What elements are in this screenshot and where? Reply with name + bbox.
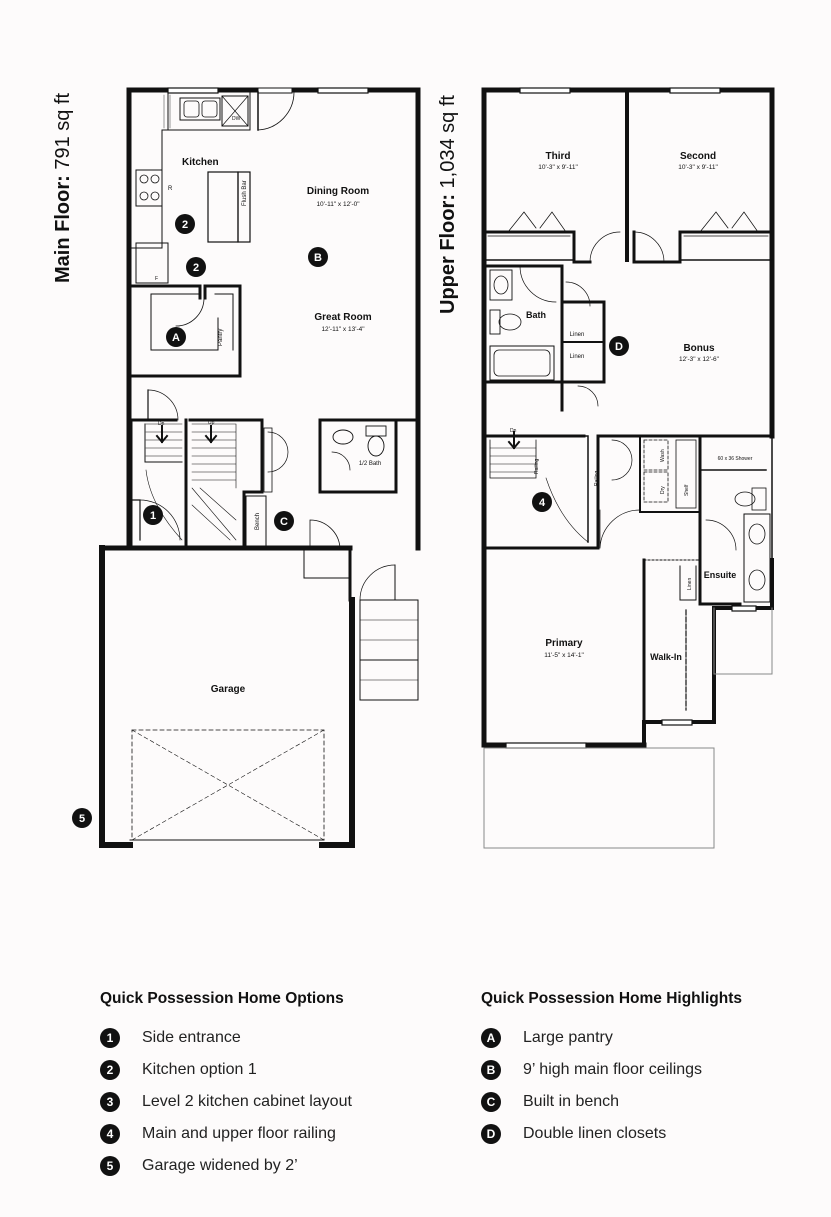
option-label: Garage widened by 2’ bbox=[142, 1157, 298, 1174]
shower-label: 60 x 36 Shower bbox=[718, 456, 753, 462]
plan-marker-c-text: C bbox=[280, 516, 288, 528]
highlight-label: Large pantry bbox=[523, 1029, 613, 1046]
plan-marker-b-text: B bbox=[314, 252, 322, 264]
upper-floor-plan bbox=[481, 87, 775, 849]
stair-up-label: Up bbox=[208, 420, 215, 426]
highlight-marker: C bbox=[481, 1092, 501, 1112]
highlights-list: A Large pantry B 9’ high main floor ceilin… bbox=[481, 1022, 742, 1150]
third-bedroom-label: Third bbox=[546, 151, 571, 162]
ensuite-label: Ensuite bbox=[704, 570, 737, 580]
options-legend: Quick Possession Home Options 1 Side entr… bbox=[100, 990, 352, 1182]
highlight-marker: D bbox=[481, 1124, 501, 1144]
list-item: B 9’ high main floor ceilings bbox=[481, 1054, 742, 1086]
highlight-label: 9’ high main floor ceilings bbox=[523, 1061, 703, 1078]
plan-marker-3-text: 2 bbox=[193, 262, 199, 274]
linen-closet-2-label: Linen bbox=[570, 354, 585, 360]
floor-plans: Kitchen Flush Bar Dining Room 10'-11" x … bbox=[72, 87, 775, 849]
shelf-label: Shelf bbox=[684, 484, 690, 496]
second-bedroom-label: Second bbox=[680, 151, 716, 162]
plan-marker-c: C bbox=[274, 511, 294, 531]
plan-marker-b: B bbox=[308, 247, 328, 267]
third-bedroom-size: 10'-3" x 9'-11" bbox=[538, 164, 578, 171]
plan-marker-1: 1 bbox=[143, 505, 163, 525]
linen-closet-3-label: Linen bbox=[687, 578, 693, 590]
highlight-marker: A bbox=[481, 1028, 501, 1048]
great-room-size: 12'-11" x 13'-4" bbox=[321, 326, 365, 333]
plan-marker-4: 4 bbox=[532, 492, 552, 512]
list-item: 2 Kitchen option 1 bbox=[100, 1054, 352, 1086]
primary-bedroom-label: Primary bbox=[545, 638, 583, 649]
second-bedroom-size: 10'-3" x 9'-11" bbox=[678, 164, 718, 171]
garage-label: Garage bbox=[211, 684, 246, 695]
pantry-label: Pantry bbox=[218, 329, 224, 346]
option-label: Side entrance bbox=[142, 1029, 241, 1046]
plan-marker-d: D bbox=[609, 336, 629, 356]
stair-down-label: Dn bbox=[158, 421, 165, 427]
flush-bar-label: Flush Bar bbox=[242, 180, 248, 206]
bench-label: Bench bbox=[255, 513, 261, 530]
list-item: 4 Main and upper floor railing bbox=[100, 1118, 352, 1150]
plan-marker-3: 2 bbox=[186, 257, 206, 277]
plan-marker-a: A bbox=[166, 327, 186, 347]
dishwasher-label: DW bbox=[232, 116, 241, 122]
dining-room-size: 10'-11" x 12'-0" bbox=[316, 201, 360, 208]
washer-label: Wash bbox=[660, 449, 666, 462]
option-marker: 5 bbox=[100, 1156, 120, 1176]
highlight-label: Double linen closets bbox=[523, 1125, 667, 1142]
list-item: A Large pantry bbox=[481, 1022, 742, 1054]
plan-marker-5: 5 bbox=[72, 808, 92, 828]
walk-in-closet-label: Walk-In bbox=[650, 652, 682, 662]
kitchen-label: Kitchen bbox=[182, 157, 219, 168]
main-floor-plan bbox=[99, 87, 421, 848]
plan-marker-1-text: 1 bbox=[150, 510, 156, 522]
primary-bedroom-size: 11'-5" x 14'-1" bbox=[544, 652, 584, 659]
list-item: 5 Garage widened by 2’ bbox=[100, 1150, 352, 1182]
highlights-heading: Quick Possession Home Highlights bbox=[481, 990, 742, 1007]
option-label: Level 2 kitchen cabinet layout bbox=[142, 1093, 352, 1110]
great-room-label: Great Room bbox=[314, 312, 371, 323]
half-bath-label: 1/2 Bath bbox=[359, 461, 381, 467]
upper-stair-down-label: Dn bbox=[510, 428, 517, 434]
list-item: 3 Level 2 kitchen cabinet layout bbox=[100, 1086, 352, 1118]
option-marker: 4 bbox=[100, 1124, 120, 1144]
dining-room-label: Dining Room bbox=[307, 186, 369, 197]
plan-marker-a-text: A bbox=[172, 332, 180, 344]
option-marker: 3 bbox=[100, 1092, 120, 1112]
list-item: D Double linen closets bbox=[481, 1118, 742, 1150]
plan-marker-4-text: 4 bbox=[539, 497, 546, 509]
highlight-label: Built in bench bbox=[523, 1093, 620, 1110]
bath-label: Bath bbox=[526, 310, 546, 320]
linen-closet-1-label: Linen bbox=[570, 332, 585, 338]
railing-1-label: Railing bbox=[534, 458, 540, 474]
range-label: R bbox=[168, 186, 173, 192]
plan-marker-5-text: 5 bbox=[79, 813, 85, 825]
plan-marker-d-text: D bbox=[615, 341, 623, 353]
options-list: 1 Side entrance 2 Kitchen option 1 3 Level … bbox=[100, 1022, 352, 1182]
options-heading: Quick Possession Home Options bbox=[100, 990, 344, 1007]
list-item: C Built in bench bbox=[481, 1086, 742, 1118]
dryer-label: Dry bbox=[660, 486, 666, 494]
bonus-room-label: Bonus bbox=[683, 343, 715, 354]
option-label: Main and upper floor railing bbox=[142, 1125, 336, 1142]
option-marker: 2 bbox=[100, 1060, 120, 1080]
railing-2-label: Railing bbox=[594, 470, 600, 486]
bonus-room-size: 12'-3" x 12'-6" bbox=[679, 356, 720, 363]
list-item: 1 Side entrance bbox=[100, 1022, 352, 1054]
plan-marker-2: 2 bbox=[175, 214, 195, 234]
highlight-marker: B bbox=[481, 1060, 501, 1080]
option-marker: 1 bbox=[100, 1028, 120, 1048]
option-label: Kitchen option 1 bbox=[142, 1061, 257, 1078]
highlights-legend: Quick Possession Home Highlights A Large … bbox=[481, 990, 742, 1150]
plan-marker-2-text: 2 bbox=[182, 219, 188, 231]
fridge-label: F bbox=[155, 276, 158, 282]
